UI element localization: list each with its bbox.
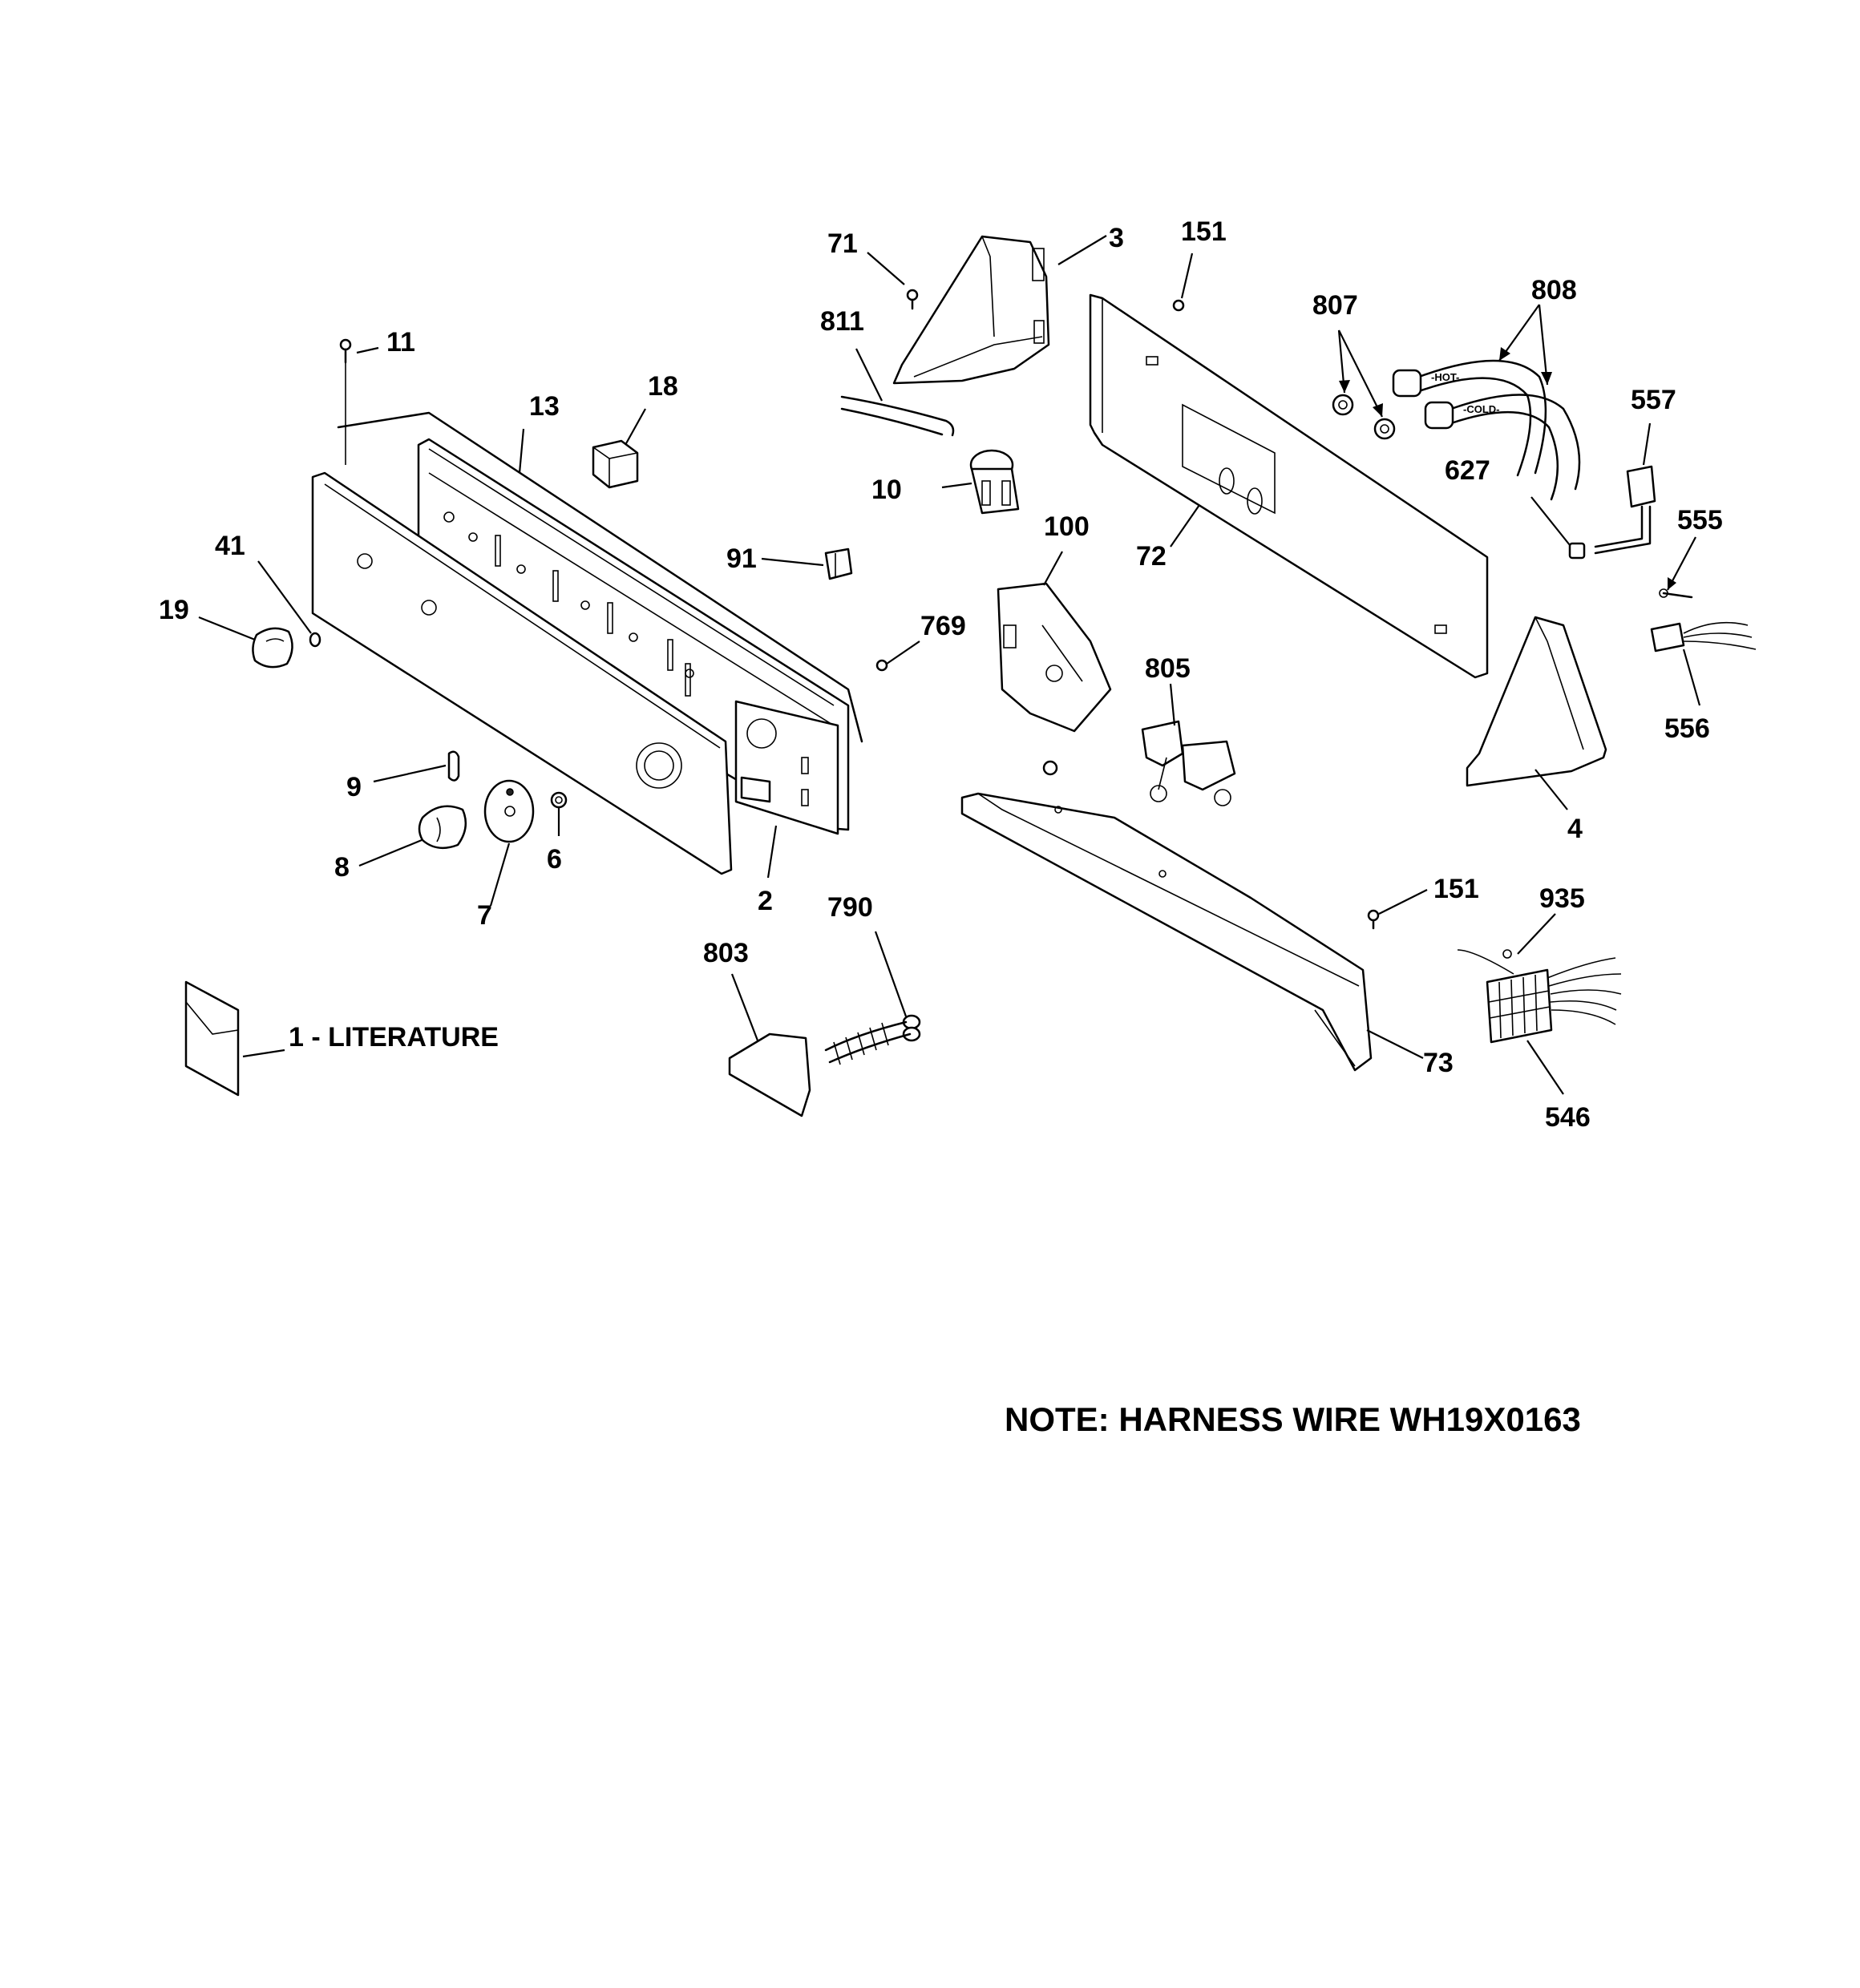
callout-790: 790 — [827, 892, 873, 923]
spring-coils — [833, 1022, 889, 1065]
hot-hose-label: -HOT- — [1431, 371, 1459, 383]
callout-4: 4 — [1567, 814, 1583, 844]
callout-769: 769 — [920, 611, 966, 641]
callout-73: 73 — [1423, 1048, 1454, 1078]
part-811-hose — [840, 395, 955, 437]
callout-100: 100 — [1044, 511, 1090, 542]
callout-805: 805 — [1145, 653, 1191, 684]
callout-41: 41 — [215, 531, 245, 561]
part-151-screw-top — [1172, 299, 1185, 312]
callout-556: 556 — [1664, 713, 1710, 744]
frame-slots — [443, 511, 694, 697]
callout-3: 3 — [1109, 223, 1124, 253]
callout-2: 2 — [758, 886, 773, 916]
callout-7: 7 — [477, 900, 492, 931]
callout-8: 8 — [334, 852, 350, 883]
callout-71: 71 — [827, 228, 858, 259]
part-803-bracket — [728, 1020, 912, 1117]
part-8-knob — [418, 805, 467, 850]
part-805-valve — [1141, 720, 1236, 806]
callout-19: 19 — [159, 595, 189, 625]
part-72-backpanel — [1089, 293, 1489, 679]
callout-808: 808 — [1531, 275, 1577, 305]
callout-91: 91 — [726, 543, 757, 574]
part-19-knob — [252, 627, 293, 669]
callout-803: 803 — [703, 938, 749, 968]
part-808-hoses: -HOT- -COLD- — [1392, 359, 1581, 501]
part-7-dial — [483, 779, 535, 843]
part-11-screw — [339, 338, 352, 465]
part-100-timer — [997, 582, 1112, 733]
callout-13: 13 — [529, 391, 560, 422]
part-627-clip — [1568, 542, 1586, 560]
callout-6: 6 — [547, 844, 562, 875]
part-555-556-connector — [1650, 588, 1757, 653]
part-790-clip — [902, 1014, 921, 1042]
part-13-frame — [337, 411, 863, 835]
nut-small — [1042, 760, 1058, 776]
part-4-endcap — [1466, 616, 1607, 787]
callout-9: 9 — [346, 772, 362, 802]
part-3-endcap — [892, 235, 1050, 385]
callout-557: 557 — [1631, 385, 1676, 415]
control-panel-front — [311, 471, 733, 875]
callout-151-bottom: 151 — [1433, 874, 1479, 904]
callout-72: 72 — [1136, 541, 1167, 572]
literature-label: 1 - LITERATURE — [289, 1022, 499, 1053]
part-557-switch — [1594, 465, 1656, 555]
callout-546: 546 — [1545, 1102, 1591, 1133]
part-41-clip — [309, 632, 321, 648]
callout-627: 627 — [1445, 455, 1490, 486]
part-807-washers — [1332, 394, 1396, 440]
part-71-screw — [906, 289, 919, 310]
harness-grid — [1488, 974, 1551, 1039]
part-18-block — [592, 439, 639, 489]
part-151-screw-bottom — [1367, 909, 1380, 930]
callout-18: 18 — [648, 371, 678, 402]
part-546-harness — [1457, 949, 1622, 1044]
callout-11: 11 — [386, 327, 415, 358]
part-6-nut — [550, 791, 568, 809]
callout-811: 811 — [820, 306, 864, 337]
part-10-switch — [969, 449, 1020, 515]
harness-note: NOTE: HARNESS WIRE WH19X0163 — [1005, 1400, 1581, 1438]
arrowheads — [1339, 347, 1676, 590]
callout-10: 10 — [871, 475, 902, 505]
callout-807: 807 — [1312, 290, 1358, 321]
cold-hose-label: -COLD- — [1463, 403, 1500, 415]
callout-935: 935 — [1539, 883, 1585, 914]
part-73-rail — [960, 792, 1373, 1072]
part-9-clip — [447, 750, 460, 782]
part-769-screw — [875, 659, 888, 672]
part-1-literature — [184, 980, 240, 1097]
callout-151-top: 151 — [1181, 216, 1227, 247]
part-91-switch — [824, 548, 853, 580]
callout-555: 555 — [1677, 505, 1723, 535]
callout-numbers: 71 3 151 807 808 811 11 13 18 557 627 10… — [159, 216, 1723, 1133]
